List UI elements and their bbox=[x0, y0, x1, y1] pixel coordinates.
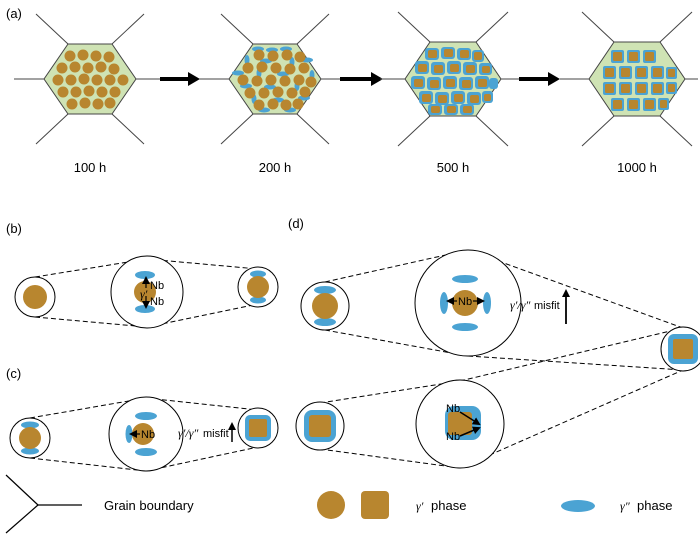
grain-100h bbox=[14, 13, 166, 145]
gamma-prime-circle-icon bbox=[317, 491, 345, 519]
misfit-greek: γ′/γ″ bbox=[510, 298, 531, 312]
time-label-100h: 100 h bbox=[74, 160, 107, 175]
legend-gamma-prime-symbol: γ′ bbox=[416, 499, 424, 513]
legend: Grain boundary γ′ phase γ″ phase bbox=[5, 474, 672, 534]
gamma-prime-label: γ′ bbox=[140, 287, 148, 301]
legend-gamma-prime-word: phase bbox=[431, 498, 466, 513]
legend-gamma-dprime-word: phase bbox=[637, 498, 672, 513]
gamma-prime-particles bbox=[52, 49, 129, 110]
nb-label: Nb bbox=[141, 429, 155, 441]
grain-200h bbox=[199, 13, 346, 145]
misfit-word: misfit bbox=[534, 300, 560, 312]
nb-label: Nb bbox=[458, 296, 472, 308]
panel-label-d: (d) bbox=[288, 216, 304, 231]
time-arrow-head bbox=[548, 72, 560, 86]
misfit-word: misfit bbox=[203, 428, 229, 440]
time-label-1000h: 1000 h bbox=[617, 160, 657, 175]
legend-grain-boundary: Grain boundary bbox=[104, 498, 194, 513]
panel-label-b: (b) bbox=[6, 221, 22, 236]
nb-label: Nb bbox=[446, 431, 460, 443]
grain-boundary-icon bbox=[5, 474, 82, 534]
time-arrow-head bbox=[188, 72, 200, 86]
panel-b-schematic: Nb Nb γ′ bbox=[14, 255, 279, 329]
panel-d-schematic: Nb γ′/γ″ misfit Nb Nb bbox=[295, 249, 700, 469]
nb-label: Nb bbox=[150, 280, 164, 292]
time-label-200h: 200 h bbox=[259, 160, 292, 175]
grain-500h bbox=[380, 11, 528, 147]
nb-label: Nb bbox=[150, 296, 164, 308]
grain-1000h bbox=[560, 11, 698, 147]
gamma-double-prime-icon bbox=[561, 500, 595, 512]
misfit-greek: γ′/γ″ bbox=[178, 426, 199, 440]
time-arrow-head bbox=[371, 72, 383, 86]
time-label-500h: 500 h bbox=[437, 160, 470, 175]
panel-label-c: (c) bbox=[6, 366, 21, 381]
panel-c-schematic: Nb γ′/γ″ misfit bbox=[9, 396, 279, 472]
gamma-prime-cuboid-icon bbox=[361, 491, 389, 519]
legend-gamma-dprime-symbol: γ″ bbox=[620, 499, 631, 513]
nb-label: Nb bbox=[446, 403, 460, 415]
panel-label-a: (a) bbox=[6, 6, 22, 21]
